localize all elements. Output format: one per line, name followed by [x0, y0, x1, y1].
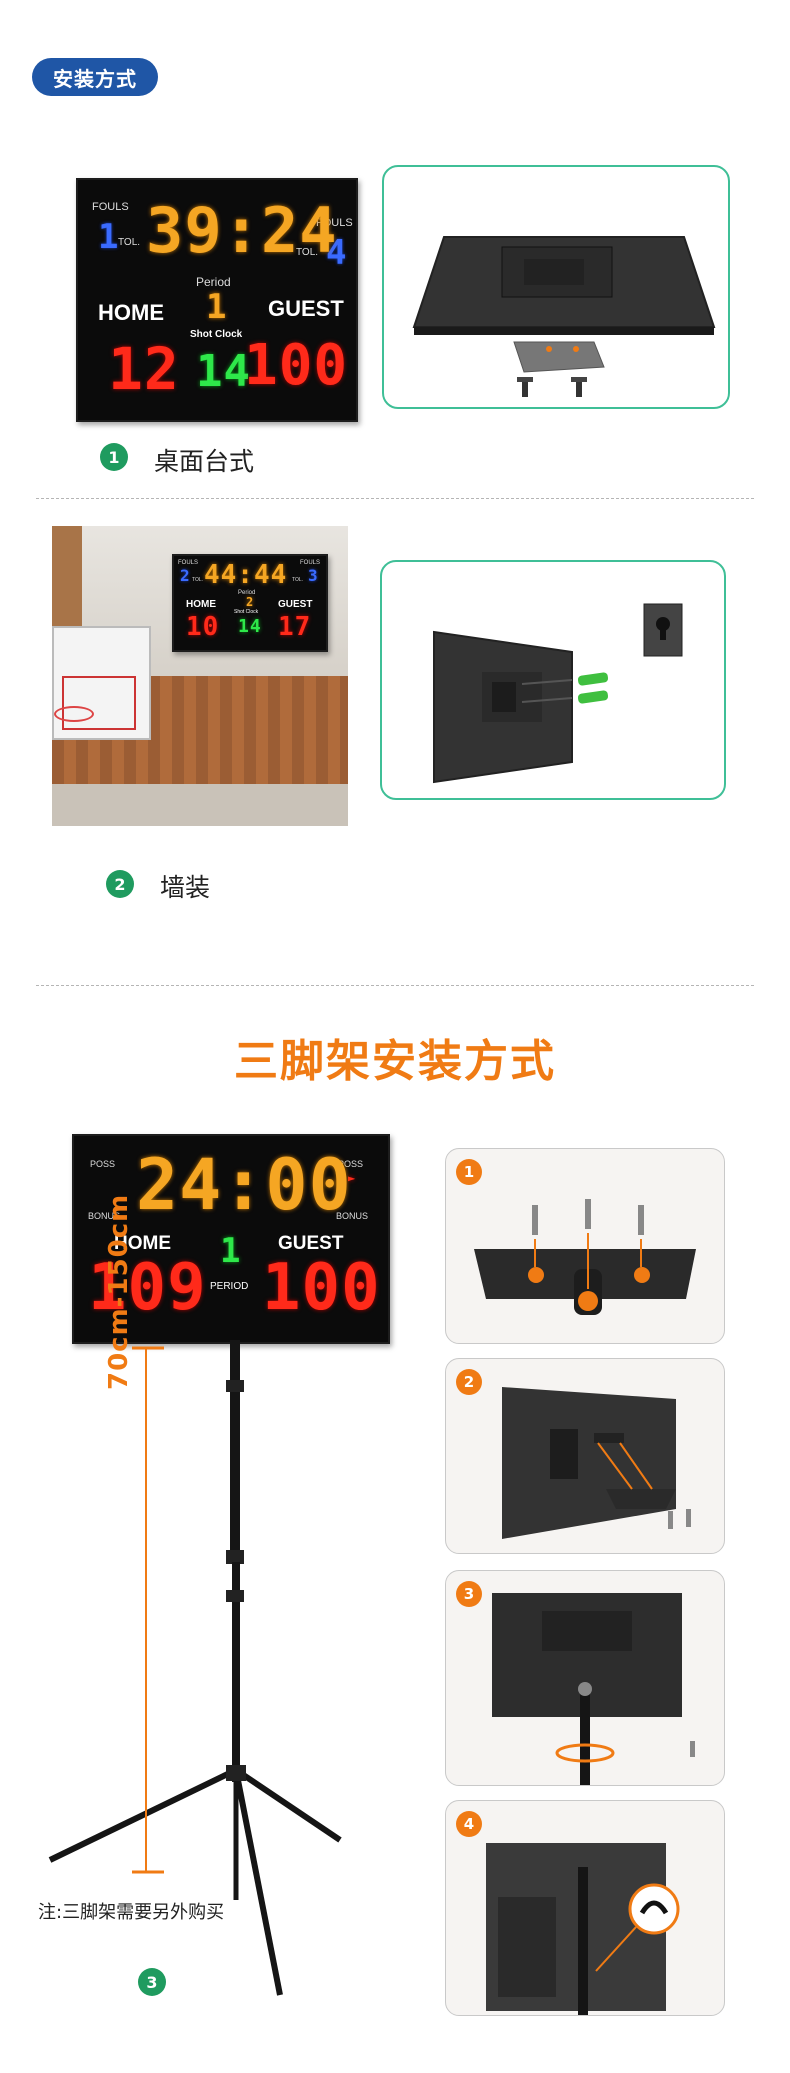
guest-label: GUEST	[268, 296, 344, 321]
step-4-number: 4	[456, 1811, 482, 1837]
wall-tol-left-label: TOL.	[192, 577, 204, 583]
wall-home-score: 10	[186, 612, 220, 642]
divider-1	[36, 498, 754, 499]
step-3-number: 3	[456, 1581, 482, 1607]
step-1-illustration	[474, 1199, 696, 1315]
step-3-illustration	[492, 1593, 695, 1785]
tripod-guest-label: GUEST	[278, 1233, 344, 1254]
wall-fouls-left-label: FOULS	[178, 560, 199, 566]
divider-2	[36, 985, 754, 986]
step-2-frame: 2	[445, 1358, 725, 1554]
home-label: HOME	[98, 300, 164, 325]
poss-right-arrow: ►	[348, 1171, 357, 1185]
wall-game-clock: 44:44	[204, 560, 288, 590]
tol-right-label: TOL.	[296, 247, 319, 258]
scoreboard-tripod: POSS POSS ► BONUS BONUS 24:00 HOME GUEST…	[72, 1134, 390, 1344]
wall-shot-clock-label: Shot Clock	[234, 609, 259, 615]
step-4-illustration	[486, 1843, 680, 2015]
wall-mount-detail	[380, 560, 726, 800]
tripod-game-clock: 24:00	[136, 1144, 352, 1226]
height-range-label: 70cm-150cm	[104, 1193, 134, 1390]
step-2-number: 2	[456, 1369, 482, 1395]
fouls-left-label: FOULS	[92, 201, 129, 213]
tripod-title: 三脚架安装方式	[234, 1036, 556, 1087]
tripod-home-label: HOME	[114, 1233, 171, 1254]
tripod-home-score: 109	[88, 1251, 207, 1325]
step-4-frame: 4	[445, 1800, 725, 2016]
method1-number: 1	[100, 443, 128, 471]
wall-guest-score: 17	[278, 612, 312, 642]
tripod-period-label: PERIOD	[210, 1281, 249, 1292]
gym-wall-photo: FOULS FOULS 2 3 TOL. TOL. 44:44 Period 2…	[52, 526, 348, 826]
bonus-left-label: BONUS	[88, 1211, 121, 1221]
desktop-stand-detail	[382, 165, 730, 409]
wall-period-label: Period	[238, 590, 256, 596]
tripod-note: 注:三脚架需要另外购买	[38, 1902, 225, 1923]
tol-left-label: TOL.	[118, 237, 141, 248]
fouls-left-value: 1	[98, 217, 120, 257]
step-2-illustration	[502, 1387, 691, 1539]
method2-caption: 墙装	[160, 873, 211, 902]
method1-caption: 桌面台式	[154, 447, 255, 476]
wall-guest-label: GUEST	[278, 599, 313, 610]
wall-fouls-right-value: 3	[308, 566, 319, 585]
shot-clock-label: Shot Clock	[190, 329, 243, 340]
tripod-period-value: 1	[220, 1231, 242, 1271]
fouls-right-value: 4	[326, 233, 348, 273]
step-1-frame: 1	[445, 1148, 725, 1344]
step-3-frame: 3	[445, 1570, 725, 1786]
guest-score: 100	[244, 333, 349, 398]
tripod-number: 3	[138, 1968, 166, 1996]
poss-right-label: POSS	[338, 1159, 364, 1169]
period-value: 1	[206, 287, 228, 327]
fouls-right-label: FOULS	[316, 217, 353, 229]
period-label: Period	[196, 275, 231, 289]
wall-tol-right-label: TOL.	[292, 577, 304, 583]
shot-clock: 14	[196, 346, 251, 397]
poss-left-label: POSS	[90, 1159, 116, 1169]
wall-home-label: HOME	[186, 599, 216, 610]
home-score: 12	[108, 335, 180, 403]
section-label: 安装方式	[32, 58, 158, 96]
tripod-guest-score: 100	[262, 1251, 381, 1325]
wall-period-value: 2	[246, 595, 255, 609]
method2-number: 2	[106, 870, 134, 898]
wall-mount-illustration	[433, 603, 683, 784]
step-1-number: 1	[456, 1159, 482, 1185]
wall-fouls-right-label: FOULS	[300, 560, 321, 566]
wall-shot-clock: 14	[238, 616, 262, 637]
bonus-right-label: BONUS	[336, 1211, 369, 1221]
desktop-stand-illustration	[412, 236, 716, 397]
tripod-stand	[48, 1340, 342, 1996]
scoreboard-wall: FOULS FOULS 2 3 TOL. TOL. 44:44 Period 2…	[172, 554, 328, 652]
game-clock: 39:24	[146, 194, 338, 267]
scoreboard-desktop: FOULS FOULS 1 4 TOL. TOL. 39:24 Period 1…	[76, 178, 358, 422]
wall-fouls-left-value: 2	[180, 566, 191, 585]
